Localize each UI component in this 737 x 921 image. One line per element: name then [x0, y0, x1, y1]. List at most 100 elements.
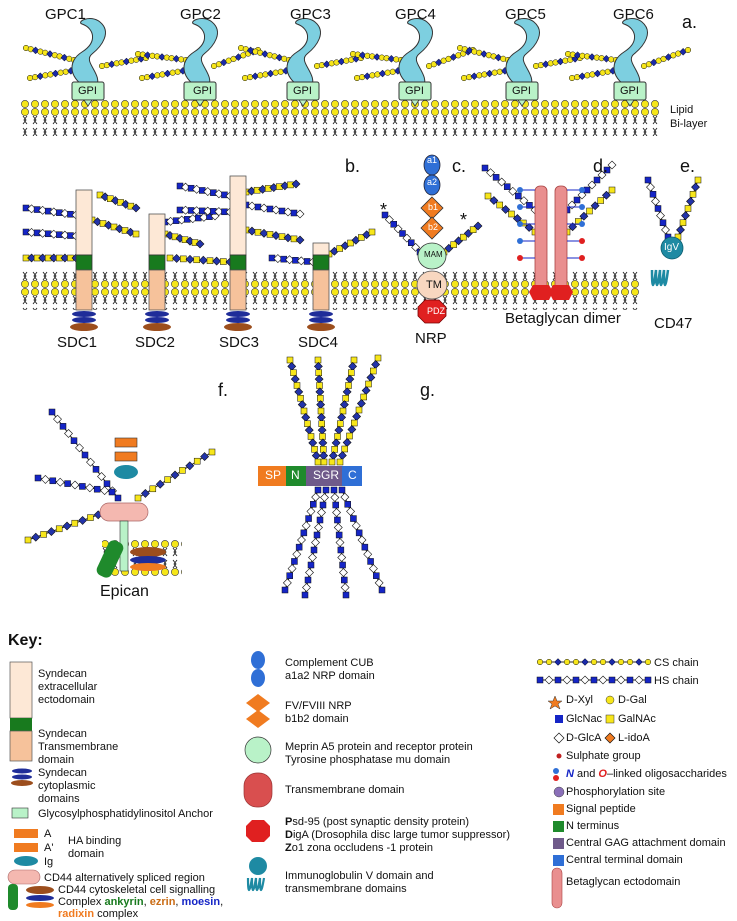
sugar-unit [159, 71, 166, 78]
glca-unit [345, 374, 355, 384]
syndecan-transmembrane [229, 269, 247, 311]
glca-unit [317, 425, 327, 435]
galnac-unit [374, 354, 382, 362]
gpi-anchor-tip [517, 99, 527, 107]
gpc-label: GPC4 [395, 6, 436, 23]
gpi-label: GPI [293, 85, 312, 97]
glca-unit [131, 203, 141, 213]
gpc-label: GPC2 [180, 6, 221, 23]
betaglycan-label: Betaglycan dimer [505, 310, 621, 327]
glcnac-unit [515, 192, 522, 200]
galnac-unit [370, 367, 377, 375]
glcnac-unit [313, 531, 321, 539]
gpc-label: GPC5 [505, 6, 546, 23]
glca-unit [332, 508, 341, 517]
glcnac-unit [310, 546, 318, 554]
nrp-b1-label: b1 [428, 202, 439, 212]
glypican-core-protein [505, 18, 540, 89]
glca-unit [295, 209, 305, 219]
syndecan-cytoplasmic-domain [145, 311, 169, 317]
sdc-label: SDC1 [57, 334, 98, 351]
syndecan-cytoplasmic-domain [70, 323, 98, 331]
glcnac-unit [649, 191, 657, 198]
key-ezrin-swatch [26, 886, 54, 894]
key-sgr-swatch [553, 838, 564, 849]
syndecan-transmembrane [312, 269, 330, 311]
glcnac-unit [176, 182, 184, 190]
sugar-unit [568, 74, 576, 82]
gpi-label: GPI [193, 85, 212, 97]
galnac-unit [40, 531, 47, 538]
sugar-unit [599, 658, 607, 666]
glcnac-unit [644, 176, 652, 184]
glcnac-unit [278, 207, 286, 215]
key-b1-swatch [246, 694, 270, 712]
g-sgr-domain [306, 466, 342, 486]
cd47-transmembrane [650, 269, 670, 287]
sugar-unit [369, 72, 376, 79]
glca-unit [601, 190, 611, 200]
key-bg-swatch [551, 867, 563, 909]
glcnac-unit [644, 676, 652, 684]
sdc-label: SDC2 [135, 334, 176, 351]
sugar-unit [536, 658, 544, 666]
galnac-unit [346, 432, 353, 440]
glcnac-unit [526, 202, 533, 209]
galnac-unit [286, 356, 294, 364]
galnac-unit [179, 467, 186, 474]
galnac-unit [597, 197, 604, 204]
galnac-unit [319, 433, 326, 440]
sugar-unit [572, 658, 580, 666]
sugar-unit [532, 62, 540, 70]
glca-unit [580, 675, 590, 685]
g-n-terminus [286, 466, 306, 486]
glca-unit [316, 400, 326, 410]
syndecan-cytoplasmic-domain [226, 311, 250, 317]
galnac-unit [290, 369, 297, 376]
glcnac-unit [341, 576, 348, 584]
glca-unit [340, 583, 350, 592]
glca-unit [334, 425, 344, 435]
glca-unit [330, 493, 340, 502]
glca-unit [78, 515, 88, 525]
sugar-unit [562, 57, 569, 64]
gpc-label: GPC6 [613, 6, 654, 23]
glca-unit [259, 228, 269, 238]
glca-unit [185, 461, 195, 471]
panel-letter-e: e. [680, 156, 696, 176]
panel-letter-f: f. [218, 380, 229, 400]
key-ha-letter-a: A [44, 828, 52, 840]
glca-unit [686, 196, 695, 206]
panel-letter-d: d. [593, 156, 609, 176]
glca-unit [616, 675, 626, 685]
key-tm: Transmembrane domain [285, 784, 405, 796]
betaglycan-pdz [549, 285, 573, 300]
key-cd44-signal: CD44 cytoskeletal cell signalling [58, 884, 216, 896]
sugar-unit [343, 57, 350, 64]
epican-a-domain [114, 437, 138, 448]
sugar-unit [491, 69, 498, 76]
key-syndecan-ecto-swatch [9, 661, 33, 719]
galnac-unit [608, 186, 616, 194]
panel-letter-g: g. [420, 380, 436, 400]
key-igv-tm-swatch [246, 877, 266, 892]
glca-unit [590, 201, 600, 211]
syndecan-cytoplasmic-domain [224, 323, 252, 331]
glcnac-unit [316, 516, 324, 524]
syndecan-ectodomain [312, 242, 330, 256]
glcnac-unit [307, 561, 315, 569]
sugar-unit [98, 62, 106, 70]
sugar-unit [374, 71, 381, 78]
galnac-unit [300, 407, 308, 415]
galnac-unit [342, 395, 349, 402]
syndecan-cytoplasmic-domain [145, 317, 169, 323]
galnac-unit [318, 420, 325, 427]
syndecan-cytoplasmic-domain [307, 323, 335, 331]
sugar-unit [46, 50, 54, 58]
cd44-spliced-region [99, 502, 149, 522]
galnac-unit [484, 192, 492, 200]
glca-unit [316, 412, 326, 422]
glca-unit [85, 483, 95, 493]
